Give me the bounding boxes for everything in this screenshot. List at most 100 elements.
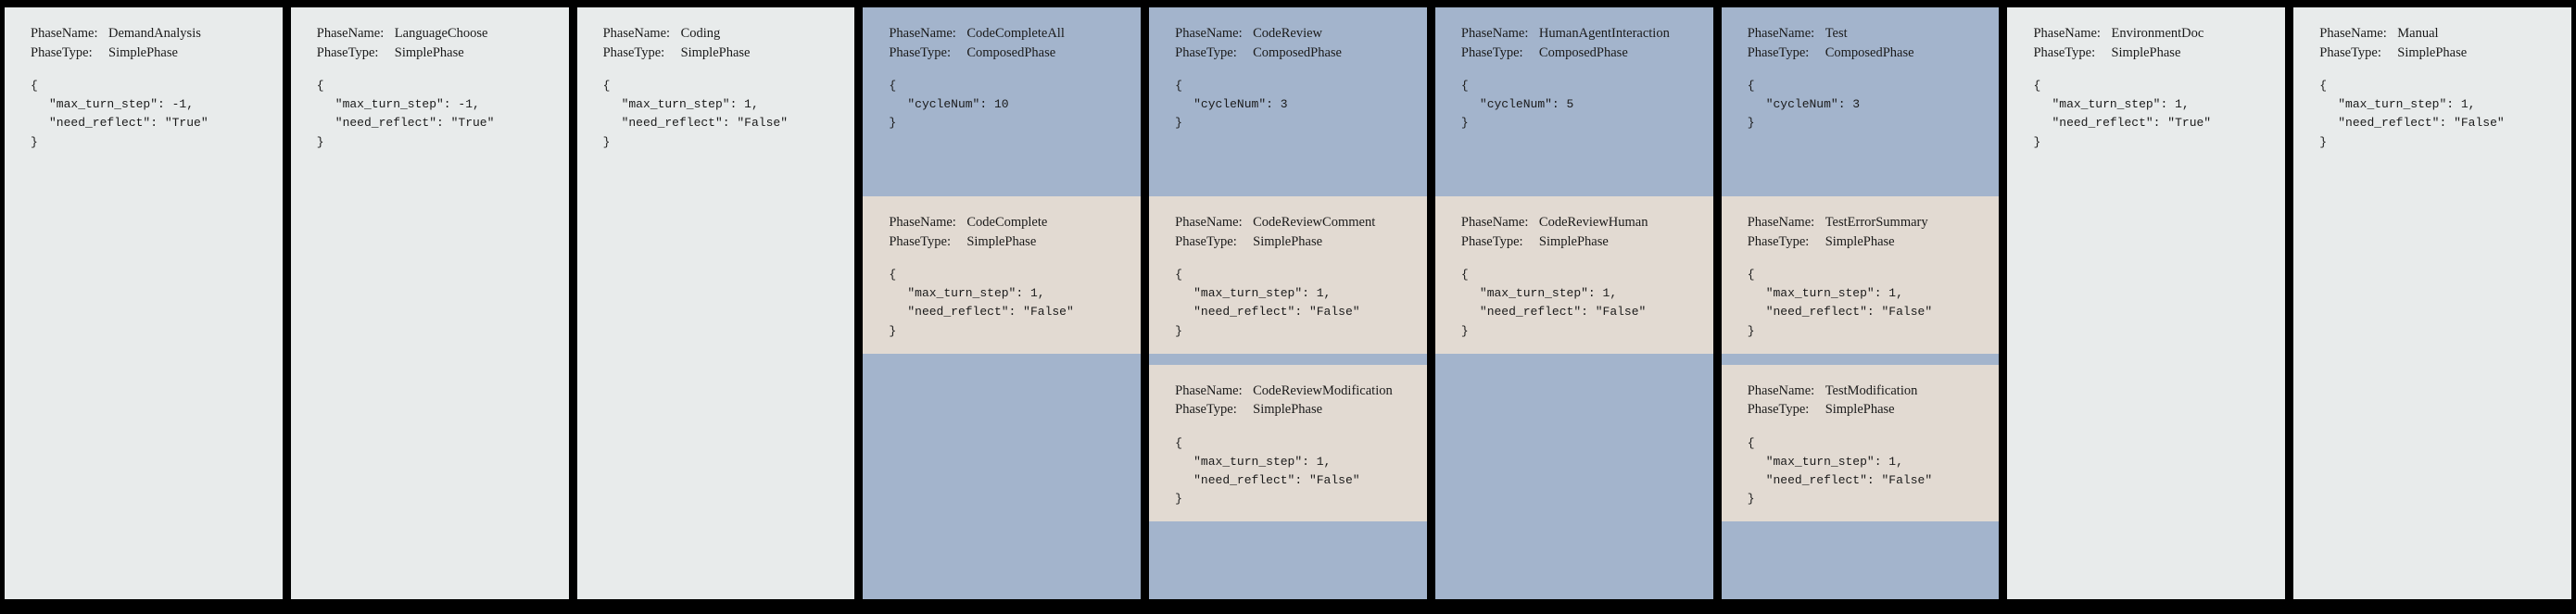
phase-name-label-row: PhaseName:HumanAgentInteraction (1461, 24, 1695, 44)
json-config: {"max_turn_step": 1,"need_reflect": "Tru… (2033, 77, 2267, 152)
phase-name-label: PhaseName: (1175, 382, 1243, 398)
phase-type-label-row: PhaseType:SimplePhase (31, 44, 264, 63)
phase-name-label-row: PhaseName:CodeComplete (889, 213, 1122, 232)
phase-name-label-row: PhaseName:Test (1748, 24, 1981, 44)
phase-name-value: TestModification (1825, 382, 1918, 398)
phase-name-label: PhaseName: (316, 26, 385, 41)
json-entry: "max_turn_step": 1, (1193, 286, 1332, 301)
phase-name-label-row: PhaseName:CodeReviewComment (1175, 213, 1408, 232)
phase-type-value: SimplePhase (394, 44, 464, 60)
json-brace-open: { (1747, 268, 1755, 282)
json-entry: "need_reflect": "True" (49, 116, 208, 131)
phase-name-value: TestErrorSummary (1825, 215, 1928, 230)
json-entry: "cycleNum": 5 (1479, 97, 1574, 112)
phase-type-value: SimplePhase (680, 44, 751, 60)
phase-type-label-row: PhaseType:SimplePhase (1175, 400, 1408, 420)
json-entry: "max_turn_step": 1, (1479, 286, 1618, 301)
phase-name-label: PhaseName: (31, 26, 98, 41)
json-brace-open: { (889, 79, 897, 94)
phase-type-label-row: PhaseType:SimplePhase (1748, 232, 1981, 252)
phase-type-label-row: PhaseType:ComposedPhase (1461, 44, 1695, 63)
phase-type-label: PhaseType: (31, 44, 93, 60)
phase-type-value: ComposedPhase (1538, 44, 1628, 60)
phase-type-label-row: PhaseType:SimplePhase (2033, 44, 2267, 63)
json-brace-close: } (1460, 116, 1469, 131)
phase-type-value: SimplePhase (2111, 44, 2181, 60)
phase-type-value: SimplePhase (2397, 44, 2468, 60)
phase-name-label: PhaseName: (889, 26, 956, 41)
json-brace-close: } (1747, 492, 1755, 507)
json-brace-open: { (31, 79, 38, 94)
json-brace-open: { (316, 79, 324, 94)
phase-type-label-row: PhaseType:ComposedPhase (1748, 44, 1981, 63)
json-brace-open: { (1747, 79, 1755, 94)
json-entry: "max_turn_step": 1, (1765, 286, 1903, 301)
composed-filler (863, 353, 1142, 599)
phase-type-label-row: PhaseType:ComposedPhase (1175, 44, 1408, 63)
phase-type-label-row: PhaseType: SimplePhase (603, 44, 837, 63)
phase-name-value: Manual (2397, 26, 2439, 41)
phase-type-value: SimplePhase (1538, 233, 1609, 249)
phase-name-value: CodeReviewHuman (1538, 215, 1648, 230)
phase-type-label-row: PhaseType:SimplePhase (1175, 232, 1408, 252)
phase-type-value: ComposedPhase (1825, 44, 1914, 60)
phase-type-label-row: PhaseType: SimplePhase (317, 44, 550, 63)
phase-type-label: PhaseType: (316, 44, 379, 60)
phase-type-label: PhaseType: (889, 233, 951, 249)
json-brace-close: } (1175, 492, 1182, 507)
phase-type-label-row: PhaseType:SimplePhase (889, 232, 1122, 252)
json-entry: "cycleNum": 10 (907, 97, 1009, 112)
phase-type-label-row: PhaseType:SimplePhase (1748, 400, 1981, 420)
json-config: {"max_turn_step": 1,"need_reflect": "Fal… (1748, 266, 1981, 341)
json-entry: "need_reflect": "False" (1193, 305, 1360, 320)
json-entry: "need_reflect": "False" (1193, 473, 1360, 488)
json-config: { "max_turn_step": 1, "need_reflect": "Fal… (1175, 266, 1408, 341)
json-config: {"cycleNum": 3} (1175, 77, 1408, 132)
sub-block-separator (1149, 353, 1427, 365)
phase-type-value: SimplePhase (1825, 402, 1895, 418)
phase-name-value: EnvironmentDoc (2111, 26, 2204, 41)
phase-name-value: CodeCompleteAll (966, 26, 1065, 41)
json-entry: "cycleNum": 3 (1193, 97, 1288, 112)
phase-type-label-row: PhaseType:SimplePhase (2319, 44, 2553, 63)
json-config: {"max_turn_step": 1,"need_reflect": "Fal… (1461, 266, 1695, 341)
phase-name-value: HumanAgentInteraction (1538, 26, 1670, 41)
json-brace-close: } (1747, 323, 1755, 338)
phase-type-label: PhaseType: (1175, 44, 1237, 60)
phase-type-label: PhaseType: (602, 44, 665, 60)
phase-name-label-row: PhaseName:EnvironmentDoc (2033, 24, 2267, 44)
json-entry: "max_turn_step": 1, (2052, 97, 2190, 112)
json-brace-open: { (889, 268, 897, 282)
phase-type-value: ComposedPhase (966, 44, 1056, 60)
json-brace-open: { (1175, 268, 1182, 282)
phase-name-value: CodeReviewModification (1253, 382, 1393, 398)
phase-name-label: PhaseName: (1747, 26, 1815, 41)
json-brace-open: { (1175, 79, 1182, 94)
phase-name-value: CodeReview (1253, 26, 1323, 41)
json-brace-close: } (889, 116, 897, 131)
